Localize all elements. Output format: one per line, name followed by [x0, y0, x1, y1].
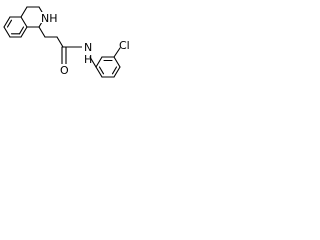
nh-ring-label: NH	[41, 12, 58, 25]
bond	[113, 47, 121, 58]
benzo-ring	[3, 16, 28, 38]
bond	[20, 6, 28, 18]
bond	[3, 16, 11, 28]
bond	[95, 56, 103, 68]
side-chain	[38, 26, 97, 68]
label-mask	[40, 12, 56, 23]
aromatic-inner-bond	[6, 19, 13, 28]
aromatic-inner-bond	[18, 26, 25, 35]
chemical-structure-diagram: NH N H O Cl	[3, 6, 130, 78]
amide-h-label: H	[84, 53, 92, 66]
bond	[20, 26, 28, 38]
bond	[3, 26, 11, 38]
bond	[56, 36, 64, 48]
chlorine-label: Cl	[119, 39, 130, 52]
bond	[20, 16, 28, 28]
bond	[38, 26, 46, 38]
bond	[113, 56, 121, 68]
label-mask	[59, 64, 69, 75]
carbonyl-o-label: O	[60, 64, 69, 77]
label-mask	[82, 41, 92, 52]
amide-n-label: N	[84, 41, 92, 54]
aromatic-inner-bond	[98, 66, 105, 75]
bond	[95, 66, 103, 78]
aromatic-inner-bond	[111, 66, 118, 75]
bond	[89, 56, 97, 68]
bond	[113, 66, 121, 78]
chlorophenyl-ring	[95, 47, 121, 78]
